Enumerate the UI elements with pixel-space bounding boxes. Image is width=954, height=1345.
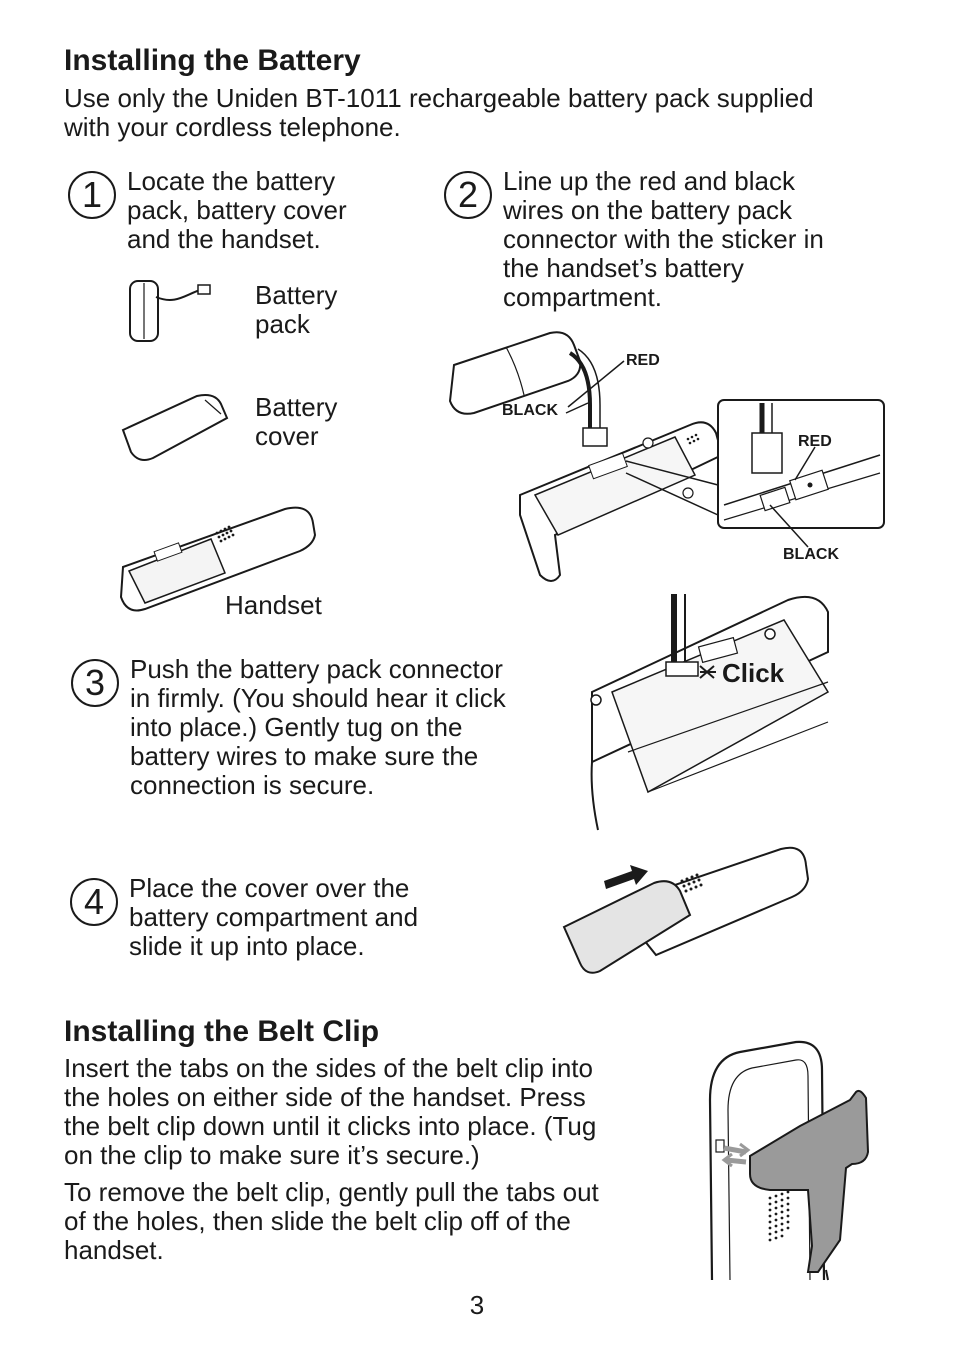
- battery-cover-illustration: [121, 394, 229, 461]
- handset-label: Handset: [225, 590, 322, 620]
- battery-intro-line: Use only the Uniden BT-1011 rechargeable…: [64, 83, 814, 113]
- page-number: 3: [469, 1290, 485, 1320]
- step-line: compartment.: [503, 282, 662, 312]
- section-title-battery: Installing the Battery: [64, 44, 361, 77]
- battery-intro: Use only the Uniden BT-1011 rechargeable…: [64, 84, 814, 142]
- step-1-text: Locate the battery pack, battery cover a…: [127, 167, 347, 254]
- step-4-number: 4: [70, 878, 118, 926]
- label-line: cover: [255, 421, 319, 451]
- label-line: Battery: [255, 280, 338, 310]
- step-line: battery compartment and: [129, 902, 419, 932]
- para-line: the belt clip down until it clicks into …: [64, 1111, 597, 1141]
- step-3-text: Push the battery pack connector in firml…: [130, 655, 506, 800]
- step-line: Push the battery pack connector: [130, 654, 503, 684]
- para-line: Insert the tabs on the sides of the belt…: [64, 1053, 593, 1083]
- step-line: in firmly. (You should hear it click: [130, 683, 506, 713]
- red-label: RED: [626, 352, 660, 369]
- step-line: battery wires to make sure the: [130, 741, 479, 771]
- black-label: BLACK: [502, 402, 558, 419]
- para-line: handset.: [64, 1235, 164, 1265]
- inset-red-label: RED: [798, 433, 832, 450]
- para-line: on the clip to make sure it’s secure.): [64, 1140, 480, 1170]
- step-line: pack, battery cover: [127, 195, 347, 225]
- para-line: of the holes, then slide the belt clip o…: [64, 1206, 571, 1236]
- cover-slide-illustration: [562, 846, 810, 974]
- battery-pack-illustration: [129, 280, 211, 342]
- para-line: the holes on either side of the handset.…: [64, 1082, 586, 1112]
- battery-pack-label: Battery pack: [255, 281, 337, 339]
- step-line: connection is secure.: [130, 770, 375, 800]
- label-line: pack: [255, 309, 310, 339]
- section-title-belt-clip: Installing the Belt Clip: [64, 1015, 380, 1048]
- belt-clip-illustration: [708, 1040, 870, 1281]
- battery-intro-line: with your cordless telephone.: [64, 112, 401, 142]
- step-line: into place.) Gently tug on the: [130, 712, 463, 742]
- step-2-text: Line up the red and black wires on the b…: [503, 167, 824, 312]
- click-label: Click: [722, 658, 785, 688]
- connector-click-illustration: Click: [590, 594, 830, 831]
- step-line: Locate the battery: [127, 166, 336, 196]
- para-line: To remove the belt clip, gently pull the…: [64, 1177, 599, 1207]
- label-line: Battery: [255, 392, 338, 422]
- step-4-text: Place the cover over the battery compart…: [129, 874, 418, 961]
- step-line: connector with the sticker in: [503, 224, 824, 254]
- step-line: the handset’s battery: [503, 253, 744, 283]
- battery-cover-label: Battery cover: [255, 393, 337, 451]
- step-3-number: 3: [71, 659, 119, 707]
- step-line: Place the cover over the: [129, 873, 410, 903]
- belt-clip-para-2: To remove the belt clip, gently pull the…: [64, 1178, 599, 1265]
- step-1-number: 1: [68, 171, 116, 219]
- step-line: slide it up into place.: [129, 931, 365, 961]
- inset-black-label: BLACK: [783, 546, 839, 563]
- handset-illustration: [119, 506, 317, 612]
- step-2-number: 2: [444, 171, 492, 219]
- connector-alignment-illustration: RED BLACK RED BLACK: [448, 331, 885, 582]
- step-line: and the handset.: [127, 224, 321, 254]
- step-line: wires on the battery pack: [503, 195, 793, 225]
- step-line: Line up the red and black: [503, 166, 795, 196]
- belt-clip-para-1: Insert the tabs on the sides of the belt…: [64, 1054, 596, 1170]
